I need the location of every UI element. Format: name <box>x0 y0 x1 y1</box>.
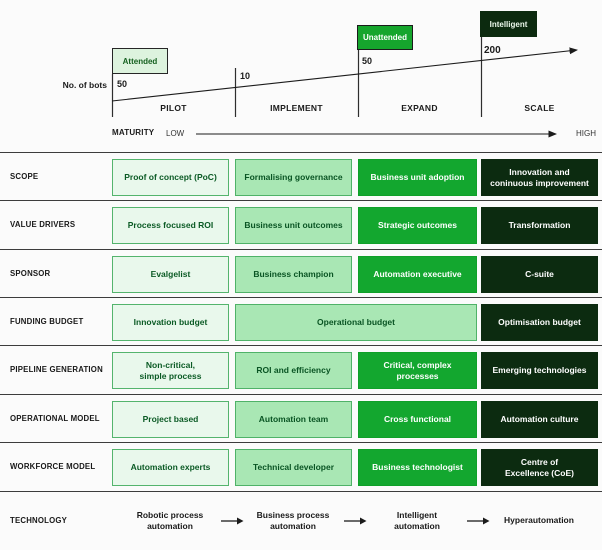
maturity-high-label: HIGH <box>576 128 596 138</box>
chart-lines <box>111 37 578 138</box>
tag-unattended: Unattended <box>357 25 413 50</box>
cell-pipeline-implement: ROI and efficiency <box>235 352 352 389</box>
row-label-value-drivers: VALUE DRIVERS <box>10 220 76 230</box>
row-label-scope: SCOPE <box>10 171 39 181</box>
row-label-pipeline-generation: PIPELINE GENERATION <box>10 365 103 375</box>
cell-workforce-pilot: Automation experts <box>112 449 229 486</box>
cell-workforce-expand: Business technologist <box>358 449 477 486</box>
tag-intelligent: Intelligent <box>480 11 537 37</box>
row-label-sponsor: SPONSOR <box>10 268 51 278</box>
cell-funding-pilot: Innovation budget <box>112 304 229 341</box>
stage-label-scale: SCALE <box>524 103 555 113</box>
right-arrow-icon <box>344 517 367 525</box>
cell-pipeline-expand: Critical, complex processes <box>358 352 477 389</box>
cell-funding-implement-expand: Operational budget <box>235 304 477 341</box>
row-label-funding-budget: FUNDING BUDGET <box>10 316 84 326</box>
matrix-row-value-drivers: VALUE DRIVERS Process focused ROI Busine… <box>0 200 602 249</box>
cell-workforce-scale: Centre of Excellence (CoE) <box>481 449 598 486</box>
matrix-row-technology: TECHNOLOGY Robotic process automation Bu… <box>0 491 602 550</box>
cell-operational-implement: Automation team <box>235 401 352 438</box>
right-arrow-icon <box>221 517 244 525</box>
cell-funding-scale: Optimisation budget <box>481 304 598 341</box>
cell-scope-expand: Business unit adoption <box>358 159 477 196</box>
bots-value-expand: 50 <box>362 56 373 66</box>
bots-value-pilot: 50 <box>117 79 128 89</box>
cell-operational-pilot: Project based <box>112 401 229 438</box>
matrix-row-funding-budget: FUNDING BUDGET Innovation budget Operati… <box>0 297 602 345</box>
stage-label-pilot: PILOT <box>160 103 187 113</box>
row-label-technology: TECHNOLOGY <box>10 516 68 526</box>
technology-item-rpa: Robotic process automation <box>136 509 204 531</box>
cell-sponsor-expand: Automation executive <box>358 256 477 293</box>
matrix-row-workforce-model: WORKFORCE MODEL Automation experts Techn… <box>0 442 602 491</box>
cell-sponsor-pilot: Evalgelist <box>112 256 229 293</box>
cell-value-drivers-scale: Transformation <box>481 207 598 244</box>
cell-pipeline-scale: Emerging technologies <box>481 352 598 389</box>
cell-value-drivers-implement: Business unit outcomes <box>235 207 352 244</box>
stage-label-expand: EXPAND <box>401 103 438 113</box>
matrix-row-operational-model: OPERATIONAL MODEL Project based Automati… <box>0 394 602 442</box>
matrix-row-scope: SCOPE Proof of concept (PoC) Formalising… <box>0 152 602 200</box>
cell-pipeline-pilot: Non-critical, simple process <box>112 352 229 389</box>
cell-sponsor-scale: C-suite <box>481 256 598 293</box>
right-arrow-icon <box>467 517 490 525</box>
cell-value-drivers-pilot: Process focused ROI <box>112 207 229 244</box>
stage-label-implement: IMPLEMENT <box>270 103 323 113</box>
technology-item-bpa: Business process automation <box>256 509 330 531</box>
bots-value-implement: 10 <box>240 71 251 81</box>
bots-growth-arrow <box>111 47 578 102</box>
cell-scope-pilot: Proof of concept (PoC) <box>112 159 229 196</box>
technology-item-hyperautomation: Hyperautomation <box>504 515 574 526</box>
cell-scope-implement: Formalising governance <box>235 159 352 196</box>
row-label-workforce-model: WORKFORCE MODEL <box>10 462 96 472</box>
maturity-axis-label: MATURITY <box>112 128 155 137</box>
y-axis-label: No. of bots <box>62 80 107 90</box>
matrix-row-pipeline-generation: PIPELINE GENERATION Non-critical, simple… <box>0 345 602 394</box>
tag-attended: Attended <box>112 48 168 74</box>
matrix-row-sponsor: SPONSOR Evalgelist Business champion Aut… <box>0 249 602 297</box>
cell-operational-scale: Automation culture <box>481 401 598 438</box>
cell-scope-scale: Innovation and coninuous improvement <box>481 159 598 196</box>
bots-value-scale: 200 <box>484 45 501 56</box>
cell-workforce-implement: Technical developer <box>235 449 352 486</box>
cell-sponsor-implement: Business champion <box>235 256 352 293</box>
technology-item-intelligent: Intelligent automation <box>394 509 440 531</box>
row-label-operational-model: OPERATIONAL MODEL <box>10 413 100 423</box>
cell-value-drivers-expand: Strategic outcomes <box>358 207 477 244</box>
cell-operational-expand: Cross functional <box>358 401 477 438</box>
maturity-low-label: LOW <box>166 128 185 138</box>
